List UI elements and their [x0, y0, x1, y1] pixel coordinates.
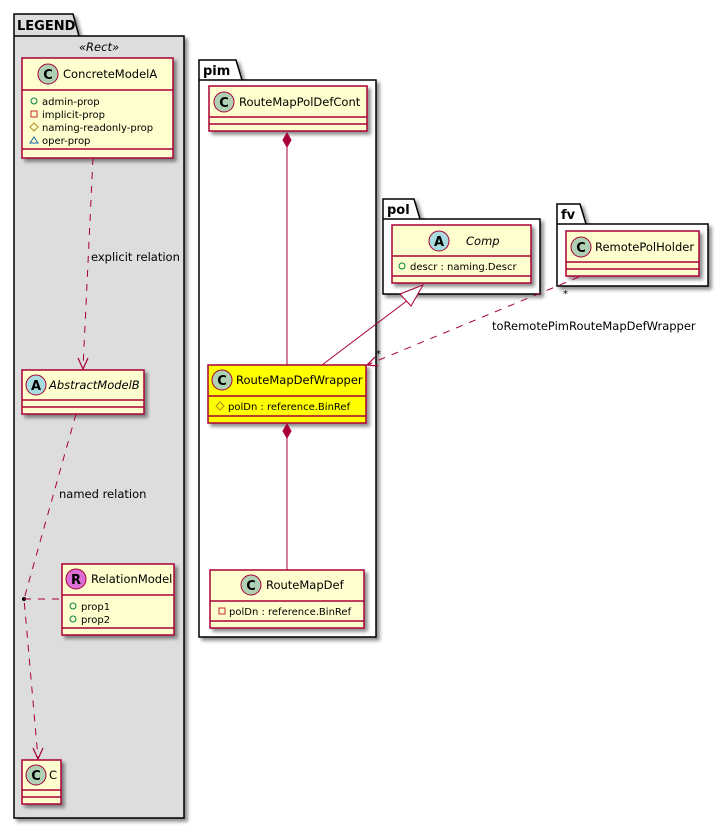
class-kind-letter: C	[246, 579, 256, 594]
edge-inheritance[interactable]	[321, 284, 425, 366]
attribute: polDn : reference.BinRef	[228, 402, 351, 413]
class-kind-letter: C	[31, 769, 41, 784]
package-legend-title: LEGEND	[17, 19, 76, 34]
class-name: AbstractModelB	[48, 378, 140, 392]
edge-label: explicit relation	[91, 250, 180, 264]
edge-label: named relation	[59, 487, 146, 501]
class-c[interactable]: C C	[21, 759, 62, 805]
class-route-map-pol-def-cont[interactable]: C RouteMapPolDefCont	[208, 85, 368, 132]
edge-line	[23, 413, 77, 759]
private-visibility-icon	[30, 110, 38, 118]
package-visibility-icon	[29, 136, 39, 144]
class-route-map-def[interactable]: C RouteMapDef polDn : reference.BinRef	[209, 569, 365, 629]
arrow-head-icon	[77, 357, 89, 371]
class-kind-letter: A	[434, 235, 444, 250]
class-kind-letter: A	[31, 379, 41, 394]
class-name: Comp	[466, 234, 500, 248]
class-abstract-model-b[interactable]: A AbstractModelB	[21, 369, 145, 415]
public-visibility-icon	[30, 97, 38, 105]
attribute: admin-prop	[42, 97, 100, 108]
attribute: naming-readonly-prop	[42, 123, 153, 134]
attribute: polDn : reference.BinRef	[229, 607, 352, 618]
public-visibility-icon	[398, 262, 406, 270]
class-name: ConcreteModelA	[63, 67, 157, 81]
edge-named-relation[interactable]: named relation	[22, 413, 146, 761]
class-kind-letter: C	[219, 96, 229, 111]
attribute: descr : naming.Descr	[410, 262, 517, 273]
edge-composition-top[interactable]	[282, 131, 292, 365]
arrow-head-icon	[32, 747, 44, 761]
target-multiplicity: *	[376, 349, 381, 360]
edge-line	[366, 276, 580, 366]
package-pol-title: pol	[387, 203, 410, 218]
protected-visibility-icon	[29, 122, 39, 132]
class-box	[209, 569, 365, 629]
class-kind-letter: C	[576, 241, 586, 256]
class-box	[21, 57, 174, 159]
class-circle-icon	[240, 574, 262, 596]
attribute: implicit-prop	[42, 110, 105, 121]
private-visibility-icon	[218, 607, 226, 615]
class-comp[interactable]: A Comp descr : naming.Descr	[391, 224, 532, 284]
package-pim-title: pim	[203, 64, 230, 79]
class-name: C	[49, 768, 57, 782]
edge-line	[321, 299, 409, 366]
class-name: RouteMapPolDefCont	[239, 95, 361, 109]
class-circle-icon	[570, 236, 592, 258]
attribute: prop1	[81, 602, 110, 613]
edge-composition-bottom[interactable]	[282, 422, 292, 570]
arrow-head-icon	[365, 356, 379, 367]
abstract-circle-icon	[25, 374, 47, 396]
attribute: oper-prop	[42, 136, 90, 147]
class-circle-icon	[25, 764, 47, 786]
class-route-map-def-wrapper[interactable]: C RouteMapDefWrapper polDn : reference.B…	[207, 364, 367, 424]
edge-label: toRemotePimRouteMapDefWrapper	[492, 319, 696, 333]
abstract-circle-icon	[428, 230, 450, 252]
class-concrete-model-a[interactable]: C ConcreteModelA admin-prop implicit-pro…	[21, 57, 174, 159]
edge-to-remote-pim-route-map-def-wrapper[interactable]: * * toRemotePimRouteMapDefWrapper	[365, 276, 696, 367]
class-name: RouteMapDef	[266, 578, 345, 592]
class-circle-icon	[37, 63, 59, 85]
public-visibility-icon	[69, 615, 77, 623]
class-name: RouteMapDefWrapper	[236, 373, 363, 387]
class-remote-pol-holder[interactable]: C RemotePolHolder	[565, 230, 700, 277]
package-legend-stereotype: «Rect»	[79, 40, 119, 54]
public-visibility-icon	[69, 602, 77, 610]
class-kind-letter: C	[43, 68, 53, 83]
composition-diamond-icon	[282, 422, 292, 440]
edge-explicit-relation[interactable]: explicit relation	[77, 157, 180, 371]
attribute: prop2	[81, 615, 110, 626]
source-multiplicity: *	[563, 289, 568, 300]
protected-visibility-icon	[215, 401, 225, 411]
relation-circle-icon	[65, 568, 87, 590]
composition-diamond-icon	[282, 131, 292, 149]
class-box	[391, 224, 532, 284]
class-kind-letter: R	[71, 573, 81, 588]
generalization-triangle-icon	[399, 284, 425, 307]
class-circle-icon	[213, 91, 235, 113]
class-box	[207, 364, 367, 424]
class-name: RelationModel	[91, 572, 172, 586]
class-name: RemotePolHolder	[595, 240, 694, 254]
class-relation-model[interactable]: R RelationModel prop1 prop2	[61, 563, 175, 636]
package-fv-title: fv	[561, 208, 576, 223]
class-kind-letter: C	[217, 374, 227, 389]
class-circle-icon	[211, 369, 233, 391]
